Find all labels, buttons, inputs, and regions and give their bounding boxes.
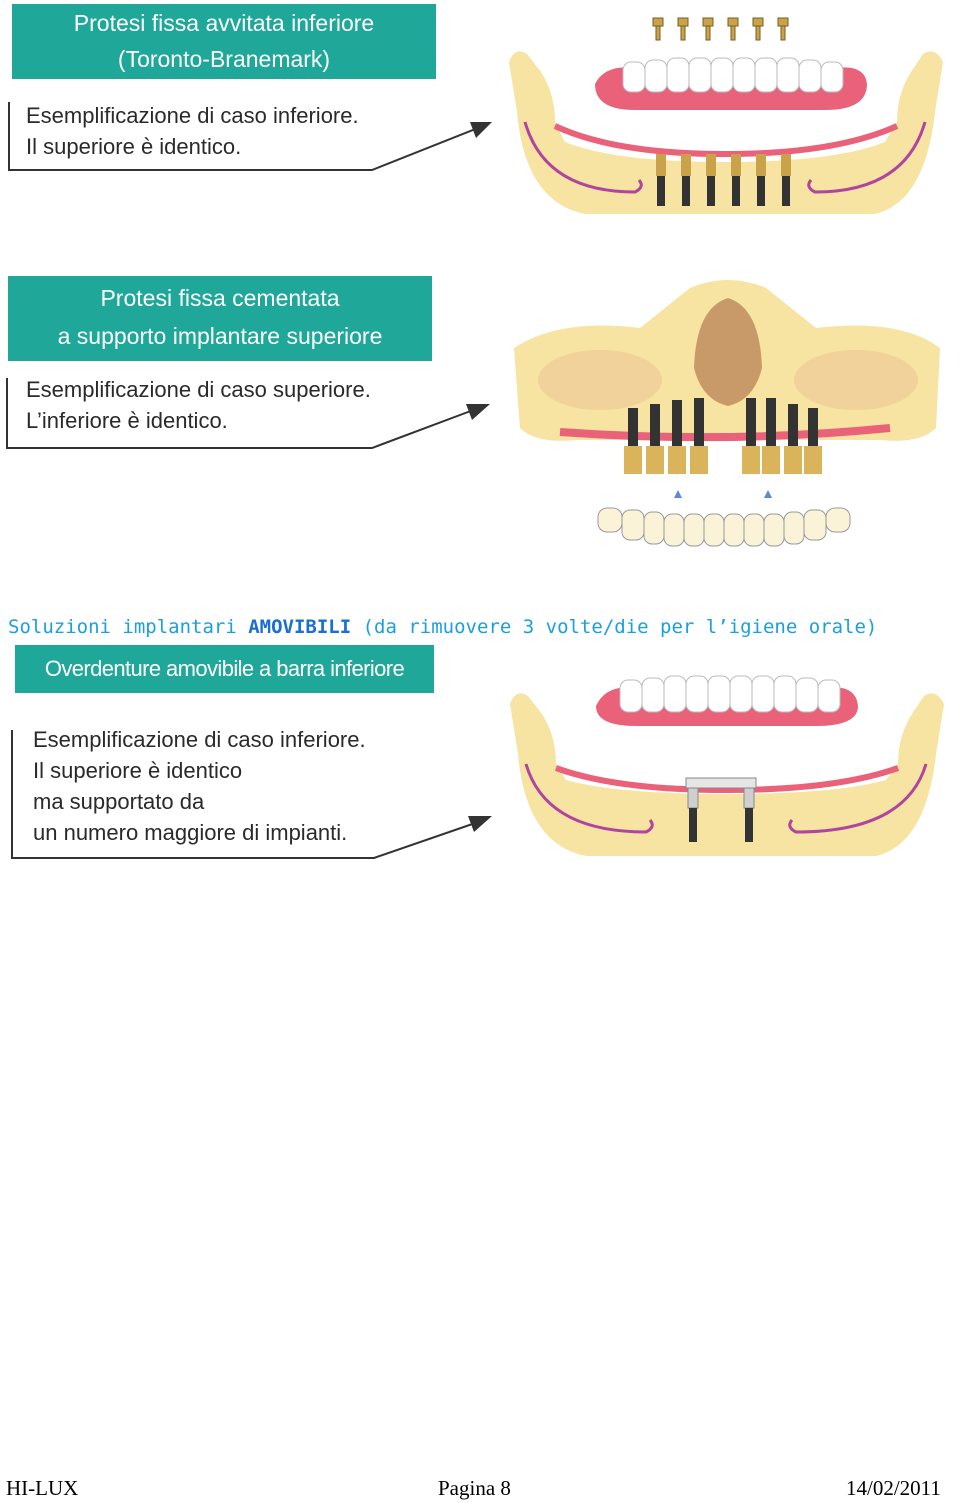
section2-callout-bracket (6, 378, 490, 449)
mandible-illustration-fixed-screwed (509, 17, 943, 215)
removable-solutions-heading: Soluzioni implantari AMOVIBILI (da rimuo… (8, 616, 877, 638)
section1-banner: Protesi fissa avvitata inferiore (Toront… (12, 4, 436, 79)
section1-desc-line1: Esemplificazione di caso inferiore. (26, 103, 359, 128)
section3-callout-bracket (11, 730, 492, 859)
section2-banner: Protesi fissa cementata a supporto impla… (8, 276, 432, 361)
section3-desc-line4: un numero maggiore di impianti. (33, 820, 348, 845)
section1-callout-bracket (8, 102, 492, 171)
section1-description: Esemplificazione di caso inferiore. Il s… (26, 100, 466, 162)
section3-desc-line3: ma supportato da (33, 789, 205, 814)
heading-suffix: (da rimuovere 3 volte/die per l’igiene o… (351, 616, 878, 638)
mandible-illustration-bar-overdenture (510, 675, 944, 856)
heading-emphasis: AMOVIBILI (248, 616, 352, 638)
section2-desc-line2: L’inferiore è identico. (26, 408, 228, 433)
section2-banner-line1: Protesi fissa cementata (100, 285, 340, 311)
footer-company: HI-LUX (6, 1476, 79, 1500)
section3-desc-line1: Esemplificazione di caso inferiore. (33, 727, 366, 752)
section1-banner-line1: Protesi fissa avvitata inferiore (73, 10, 375, 36)
footer-page-number: Pagina 8 (438, 1476, 511, 1500)
section3-desc-line2: Il superiore è identico (33, 758, 243, 783)
heading-prefix: Soluzioni implantari (8, 616, 249, 638)
section1-desc-line2: Il superiore è identico. (26, 134, 242, 159)
section2-desc-line1: Esemplificazione di caso superiore. (26, 377, 371, 402)
maxilla-illustration-fixed-cemented (514, 280, 940, 547)
section2-description: Esemplificazione di caso superiore. L’in… (26, 374, 466, 436)
footer-date: 14/02/2011 (846, 1476, 941, 1500)
section1-banner-line2: (Toronto-Branemark) (117, 46, 331, 72)
section3-description: Esemplificazione di caso inferiore. Il s… (33, 724, 473, 848)
section2-banner-line2: a supporto implantare superiore (57, 323, 383, 349)
section3-banner: Overdenture amovibile a barra inferiore (15, 645, 434, 693)
section3-banner-line1: Overdenture amovibile a barra inferiore (44, 656, 405, 681)
